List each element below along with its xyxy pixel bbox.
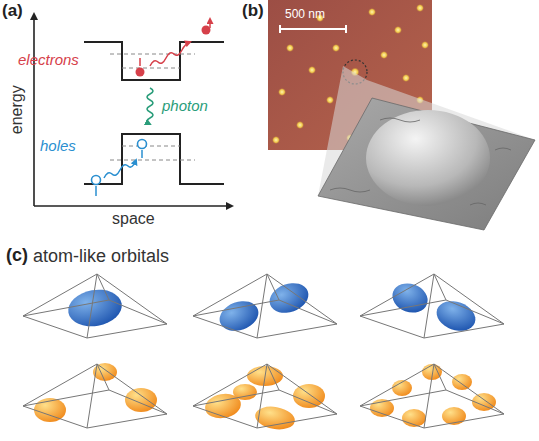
pyramid [360,364,504,428]
illustration-part [110,54,195,55]
illustration-part [326,96,334,104]
label: (b) [242,2,264,21]
illustration-part [380,51,388,59]
conduction-band [84,19,224,80]
pyramid [23,363,167,428]
illustration-part [280,28,346,30]
pyramid-frame [193,364,337,428]
illustration-part [84,134,224,184]
illustration-part [366,110,490,206]
illustration-part [138,140,147,149]
illustration-part [279,25,281,33]
pyramid-frame [360,364,504,428]
illustration-part [402,74,410,82]
illustration-part [368,8,376,16]
pyramid-frame [193,274,337,338]
illustration-part [318,98,535,230]
label: atom-like orbitals [33,247,169,267]
label: (a) [2,2,23,21]
label: (c) [6,246,28,266]
orbital-lobe [215,296,262,336]
orbital-pyramids [23,274,504,432]
afm-zoom [318,66,535,230]
pyramid-frame [23,274,167,338]
pyramid-frame [360,274,504,338]
illustration-part [92,176,101,185]
photon-wave [147,88,153,124]
illustration-part [421,41,429,49]
illustration-part [122,68,180,69]
illustration-part [286,44,294,52]
illustration-part [394,26,402,34]
label: space [112,210,155,228]
pyramid [23,274,167,338]
pyramid [360,274,504,338]
orbital-lobe [265,278,312,318]
orbital-lobe [388,279,431,318]
label: energy [7,86,25,135]
illustration-part [272,136,280,144]
axes [34,14,232,206]
orbital-lobe [34,398,66,422]
illustration-part [209,19,211,28]
illustration-part [296,121,304,129]
label: 500 nm [285,8,325,21]
pyramid-frame [23,364,167,428]
label: photon [162,98,208,115]
illustration-part [141,150,143,158]
illustration-part [110,160,195,161]
illustration-part [278,88,286,96]
orbital-lobe [293,384,325,408]
illustration-part [104,160,136,178]
illustration-part [345,25,347,33]
valence-band [84,134,224,196]
illustration-part [34,205,232,207]
label: electrons [18,52,79,69]
orbital-lobe [452,374,472,390]
illustration-part [330,118,511,205]
illustration-part [84,42,224,80]
illustration-part [95,186,97,196]
orbital-lobe [65,286,124,331]
illustration-part [150,42,190,66]
label: holes [40,138,76,155]
illustration-part [202,26,211,35]
illustration-part [33,14,35,206]
illustration-part [332,44,340,52]
illustration-part [136,68,145,77]
illustration-part [308,66,316,74]
illustration-part [139,58,141,66]
illustration-part [122,146,180,147]
pyramid [193,364,337,432]
pyramid [193,274,337,338]
illustration-part [416,4,424,12]
